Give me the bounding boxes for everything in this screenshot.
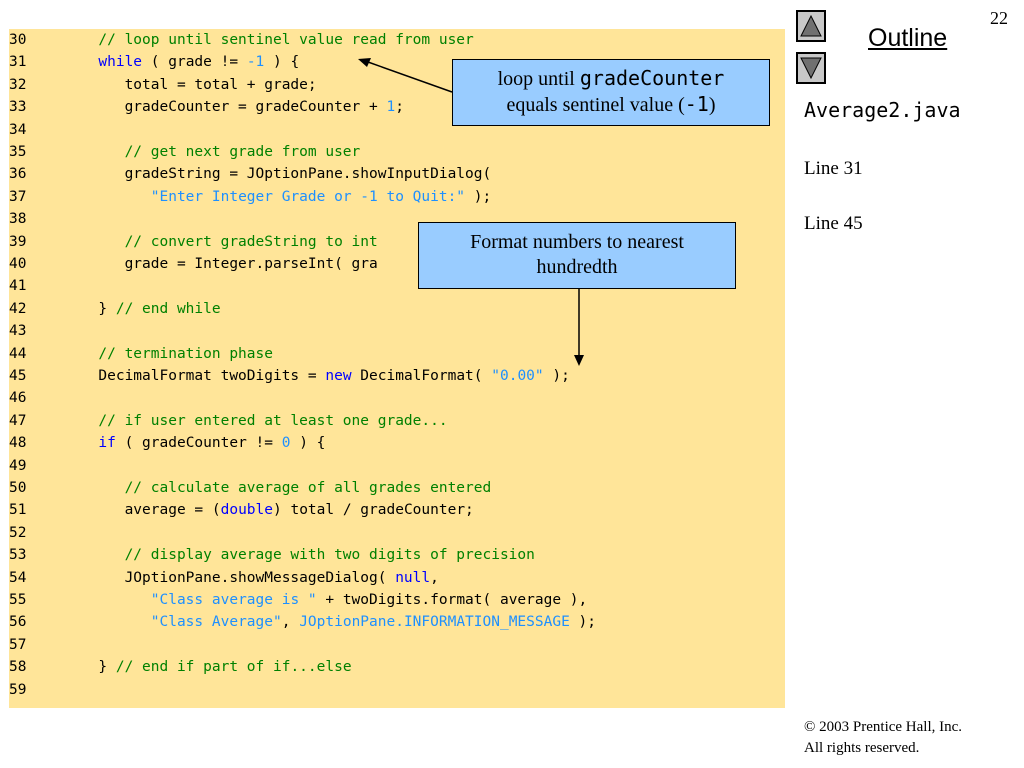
code-line: 32 total = total + grade;: [9, 76, 317, 93]
code-line: 54 JOptionPane.showMessageDialog( null,: [9, 569, 439, 586]
outline-title: Outline: [868, 24, 948, 52]
code-line: 59: [9, 681, 27, 698]
previous-slide-button[interactable]: [796, 10, 826, 42]
line-ref: Line 31: [804, 158, 863, 179]
code-line: 50 // calculate average of all grades en…: [9, 480, 492, 496]
rights-reserved: All rights reserved.: [804, 740, 920, 756]
code-line: 35 // get next grade from user: [9, 144, 361, 160]
code-line: 46: [9, 390, 27, 407]
code-line: 33 gradeCounter = gradeCounter + 1;: [9, 99, 404, 116]
code-line: 44 // termination phase: [9, 345, 273, 362]
code-line: 40 grade = Integer.parseInt( gra: [9, 256, 378, 272]
code-line: 30 // loop until sentinel value read fro…: [9, 32, 474, 48]
code-line: 36 gradeString = JOptionPane.showInputDi…: [9, 166, 492, 183]
code-line: 39 // convert gradeString to int: [9, 233, 378, 250]
code-line: 57: [9, 636, 27, 653]
code-line: 45 DecimalFormat twoDigits = new Decimal…: [9, 368, 570, 384]
code-line: 55 "Class average is " + twoDigits.forma…: [9, 592, 588, 608]
page-number: 22: [990, 8, 1008, 28]
code-line: 47 // if user entered at least one grade…: [9, 412, 448, 429]
code-line: 38: [9, 211, 27, 228]
code-line: 37 "Enter Integer Grade or -1 to Quit:" …: [9, 188, 492, 205]
file-name: Average2.java: [804, 98, 961, 122]
down-triangle-icon: [800, 57, 822, 80]
code-line: 51 average = (double) total / gradeCount…: [9, 502, 474, 519]
code-line: 48 if ( gradeCounter != 0 ) {: [9, 435, 326, 452]
code-line: 52: [9, 524, 27, 541]
code-line: 42 } // end while: [9, 300, 221, 317]
code-line: 53 // display average with two digits of…: [9, 547, 535, 564]
next-slide-button[interactable]: [796, 52, 826, 84]
code-listing: 30 // loop until sentinel value read fro…: [9, 29, 785, 708]
up-triangle-icon: [800, 14, 822, 37]
copyright: © 2003 Prentice Hall, Inc.: [804, 719, 963, 735]
code-line: 34: [9, 121, 27, 138]
code-line: 49: [9, 457, 27, 474]
code-line: 58 } // end if part of if...else: [9, 659, 352, 676]
callout-format-numbers: Format numbers to nearest hundredth: [418, 222, 736, 289]
code-line: 31 while ( grade != -1 ) {: [9, 54, 300, 71]
code-line: 41: [9, 278, 27, 295]
line-ref: Line 45: [804, 213, 863, 234]
callout-loop-sentinel: loop until gradeCounter equals sentinel …: [452, 59, 770, 126]
code-line: 43: [9, 323, 27, 340]
code-line: 56 "Class Average", JOptionPane.INFORMAT…: [9, 614, 597, 631]
